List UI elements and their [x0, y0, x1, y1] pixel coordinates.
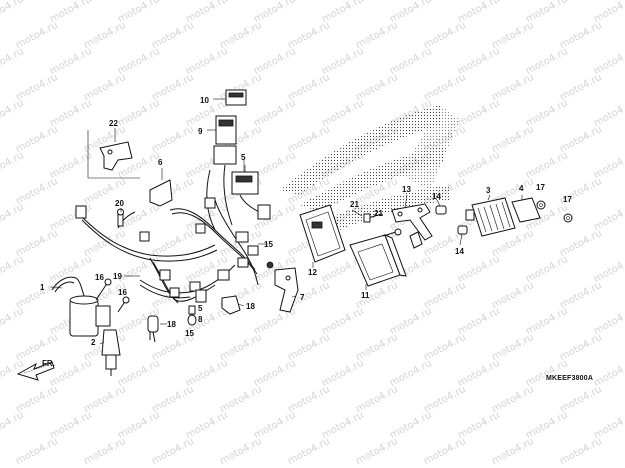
part-1-ignition-coil [51, 276, 111, 337]
callout-1: 1 [40, 283, 45, 292]
callout-7: 7 [300, 293, 305, 302]
part-18-clip-right [221, 295, 241, 315]
callout-16-lower: 16 [118, 288, 127, 297]
callout-14-upper: 14 [432, 192, 441, 201]
wing-logo-watermark [280, 105, 460, 230]
part-20-bolt [117, 208, 124, 227]
part-17-nut-left [536, 200, 546, 210]
callout-21-upper: 21 [350, 200, 359, 209]
part-15-grommet-upper [266, 261, 274, 269]
callout-9: 9 [198, 127, 203, 136]
callout-15-lower: 15 [185, 329, 194, 338]
part-12-control-unit [299, 204, 346, 263]
part-6-bracket [149, 168, 173, 207]
callout-13: 13 [402, 185, 411, 194]
callout-20: 20 [115, 199, 124, 208]
callout-6: 6 [158, 158, 163, 167]
part-17-nut-right [563, 213, 573, 223]
callout-12: 12 [308, 268, 317, 277]
callout-10: 10 [200, 96, 209, 105]
callout-2: 2 [91, 338, 96, 347]
leader-lines [49, 128, 523, 345]
callout-3: 3 [486, 186, 491, 195]
callout-5-upper: 5 [241, 153, 246, 162]
part-13-bracket [391, 203, 433, 249]
part-2-spark-plug-cap [101, 329, 121, 376]
part-22-bracket [87, 130, 140, 179]
callout-19: 19 [113, 272, 122, 281]
part-5-connector-upper [231, 165, 259, 195]
callout-4: 4 [519, 184, 524, 193]
callout-11: 11 [361, 291, 370, 300]
part-7-bracket [274, 267, 299, 313]
part-4-plate [511, 197, 541, 223]
part-15-grommet-lower [187, 305, 197, 326]
part-14-collar-lower [457, 225, 468, 235]
callout-21-lower: 21 [374, 209, 383, 218]
callout-18-left: 18 [167, 320, 176, 329]
callout-22: 22 [109, 119, 118, 128]
part-21-bolt-lower [382, 228, 402, 237]
part-3-regulator [465, 197, 516, 237]
main-wire-harness [75, 164, 271, 304]
part-18-sensor-left [147, 315, 159, 343]
part-10-connector-cap [213, 89, 247, 106]
direction-label: FR. [42, 359, 55, 368]
callout-17-right: 17 [563, 195, 572, 204]
drawing-code: MKEEF3800A [546, 375, 594, 382]
callout-15-upper: 15 [264, 240, 273, 249]
callout-18-right: 18 [246, 302, 255, 311]
part-21-bolt-upper [363, 213, 383, 223]
callout-8: 8 [198, 315, 203, 324]
part-5-8-connector-lower [195, 289, 207, 303]
callout-16-upper: 16 [95, 273, 104, 282]
part-16-bolt-upper [95, 278, 112, 301]
part-14-collar-upper [435, 205, 447, 215]
front-direction-arrow: FR. [16, 359, 55, 381]
callout-5-lower: 5 [198, 304, 203, 313]
part-11-ecu [349, 234, 407, 287]
part-9-connector [207, 115, 237, 165]
callout-17-left: 17 [536, 183, 545, 192]
callout-labels: 1 2 3 4 5 5 6 7 8 9 10 11 12 13 14 14 15… [40, 96, 572, 347]
callout-14-lower: 14 [455, 247, 464, 256]
part-16-bolt-lower [117, 296, 130, 313]
